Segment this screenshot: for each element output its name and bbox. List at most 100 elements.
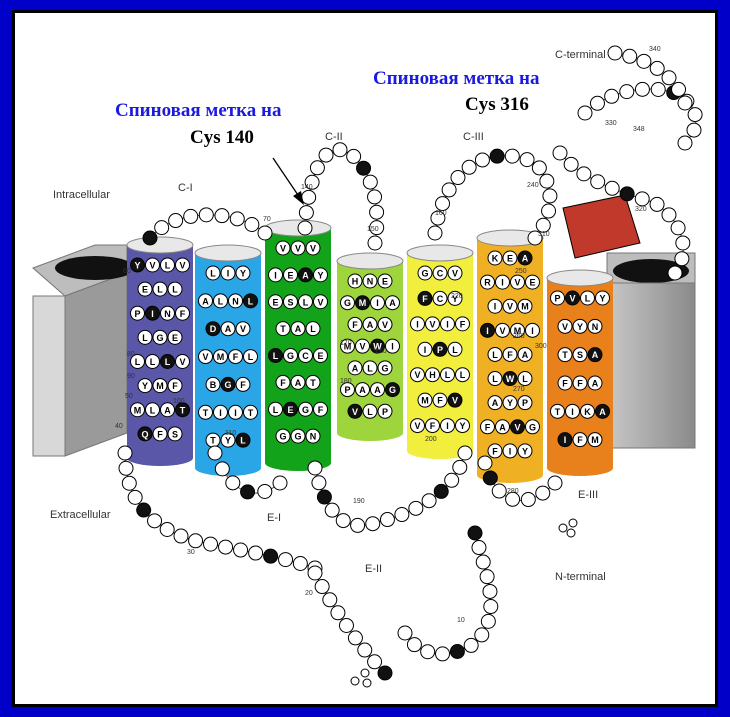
- svg-text:F: F: [485, 422, 491, 432]
- residue: A: [290, 374, 306, 390]
- residue: V: [275, 240, 291, 256]
- svg-text:L: L: [150, 405, 156, 415]
- svg-text:A: A: [367, 320, 374, 330]
- svg-text:Y: Y: [577, 322, 583, 332]
- svg-text:F: F: [422, 294, 428, 304]
- residue: A: [290, 321, 306, 337]
- palmitoyl-region: [562, 194, 641, 259]
- svg-text:N: N: [164, 309, 171, 319]
- residue: V: [175, 354, 190, 369]
- svg-text:E: E: [529, 278, 535, 288]
- loop-residue: [346, 148, 362, 164]
- svg-text:L: L: [210, 269, 216, 279]
- loop-residue: [607, 45, 623, 61]
- loop-residue: [240, 484, 256, 500]
- svg-text:I: I: [486, 326, 489, 336]
- residue: A: [495, 419, 510, 435]
- residue: Y: [502, 395, 518, 411]
- residue-number: 140: [301, 184, 313, 191]
- svg-text:L: L: [248, 296, 254, 306]
- svg-text:F: F: [172, 381, 178, 391]
- loop-residue: [474, 627, 490, 643]
- residue: S: [572, 347, 588, 363]
- loop-residue: [218, 539, 234, 555]
- svg-text:S: S: [172, 429, 178, 439]
- loop-residue: [377, 665, 393, 681]
- svg-text:M: M: [344, 342, 352, 352]
- residue-number: 210: [375, 348, 387, 355]
- svg-text:A: A: [389, 298, 396, 308]
- svg-text:N: N: [592, 322, 599, 332]
- svg-text:Y: Y: [134, 261, 140, 271]
- residue-number: 320: [635, 206, 647, 213]
- svg-text:P: P: [437, 345, 443, 355]
- residue: A: [587, 347, 603, 363]
- loop-residue: [483, 599, 499, 615]
- residue: F: [425, 418, 440, 434]
- svg-text:L: L: [273, 351, 279, 361]
- loop-residue: [479, 569, 495, 585]
- residue: P: [550, 290, 565, 306]
- residue: Q: [137, 426, 153, 442]
- svg-text:V: V: [317, 297, 323, 307]
- svg-text:V: V: [429, 319, 435, 329]
- svg-text:I: I: [509, 446, 512, 456]
- svg-text:G: G: [421, 269, 428, 279]
- residue: F: [417, 290, 433, 306]
- residue: I: [487, 298, 503, 314]
- loop-residue: [674, 251, 690, 267]
- loop-residue: [307, 565, 323, 581]
- residue: F: [502, 346, 518, 362]
- residue: L: [160, 354, 175, 369]
- loop-residue: [257, 483, 273, 499]
- loop-residue: [604, 88, 620, 104]
- residue: G: [377, 360, 393, 376]
- svg-text:L: L: [135, 357, 141, 367]
- svg-text:A: A: [592, 379, 599, 389]
- residue: L: [362, 360, 378, 376]
- loop-residue: [604, 180, 620, 196]
- loop-residue: [188, 533, 204, 549]
- svg-text:L: L: [367, 407, 373, 417]
- loop-residue: [450, 170, 466, 186]
- glycosylation-glyph: [350, 518, 578, 688]
- svg-text:V: V: [569, 294, 575, 304]
- residue: A: [355, 382, 370, 398]
- residue: I: [557, 432, 573, 448]
- residue: T: [243, 404, 258, 420]
- residue: N: [362, 273, 378, 289]
- loop-residue: [457, 445, 473, 461]
- residue: F: [432, 392, 448, 408]
- loop-residue: [489, 148, 505, 164]
- residue: C: [432, 290, 448, 306]
- loop-residue: [229, 211, 245, 227]
- residue: L: [440, 367, 455, 383]
- residue: G: [283, 348, 298, 363]
- residue: N: [228, 293, 243, 309]
- svg-text:N: N: [232, 296, 239, 306]
- loop-residue: [541, 203, 557, 219]
- svg-text:L: L: [522, 374, 528, 384]
- svg-text:V: V: [514, 422, 520, 432]
- residue: L: [160, 257, 175, 273]
- svg-text:T: T: [210, 436, 216, 446]
- svg-text:A: A: [522, 350, 529, 360]
- loop-residue: [316, 489, 332, 505]
- residue: M: [340, 338, 355, 354]
- svg-text:M: M: [359, 298, 367, 308]
- loop-residue: [159, 521, 175, 537]
- residue-number: 100: [173, 398, 185, 405]
- loop-residue: [649, 196, 665, 212]
- membrane-left-block: [32, 244, 135, 457]
- loop-residue: [467, 525, 483, 541]
- svg-text:I: I: [571, 407, 574, 417]
- residue: I: [480, 322, 495, 338]
- loop-residue: [686, 122, 702, 138]
- residue: F: [152, 426, 168, 442]
- svg-text:T: T: [180, 405, 186, 415]
- residue-number: 200: [425, 436, 437, 443]
- residue: V: [305, 240, 321, 256]
- svg-text:L: L: [273, 405, 279, 415]
- residue: L: [152, 281, 168, 297]
- svg-text:Y: Y: [459, 421, 465, 431]
